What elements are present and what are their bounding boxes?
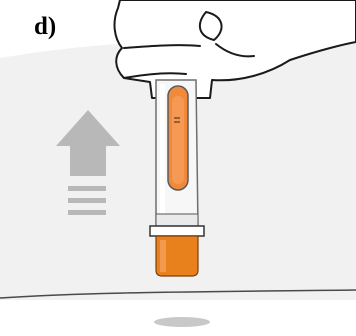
step-label: d) <box>34 14 56 39</box>
injection-site-shadow <box>154 317 210 327</box>
pen-collar <box>150 226 204 236</box>
injector-pen-icon <box>150 80 204 276</box>
